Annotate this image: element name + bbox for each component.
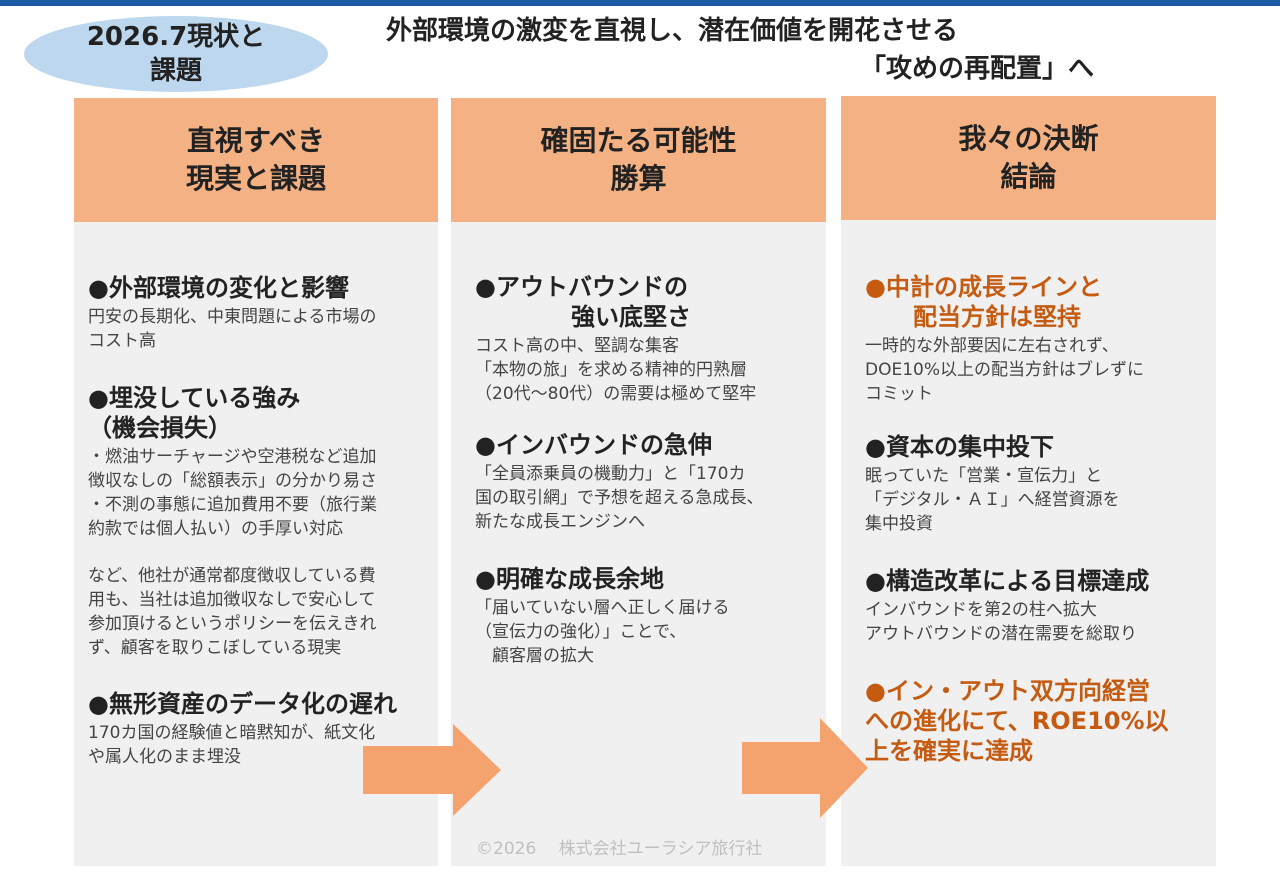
column-header: 直視すべき 現実と課題 [74, 98, 438, 222]
section: ●アウトバウンドの 強い底堅さ コスト高の中、堅調な集客 「本物の旅」を求める精… [475, 272, 820, 406]
status-tag: 2026.7現状と 課題 [24, 16, 328, 92]
column-decision: 我々の決断 結論 ●中計の成長ラインと 配当方針は堅持 一時的な外部要因に左右さ… [841, 96, 1216, 866]
section-title: ●構造改革による目標達成 [865, 567, 1150, 595]
title-line-2: 「攻めの再配置」へ [859, 54, 1094, 84]
section-title: ●資本の集中投下 [865, 433, 1054, 461]
column-reality: 直視すべき 現実と課題 ●外部環境の変化と影響 円安の長期化、中東問題による市場… [74, 98, 438, 866]
section-body: ・燃油サーチャージや空港税など追加 徴収なしの「総額表示」の分かり易さ ・不測の… [88, 447, 377, 539]
section-body: 「届いていない層へ正しく届ける （宣伝力の強化）」ことで、 顧客層の拡大 [475, 598, 730, 666]
section-title: ●アウトバウンドの 強い底堅さ [475, 273, 691, 331]
section-title: ●インバウンドの急伸 [475, 431, 712, 459]
section: ●外部環境の変化と影響 円安の長期化、中東問題による市場の コスト高 [88, 273, 433, 353]
status-tag-text: 2026.7現状と 課題 [86, 22, 266, 86]
section-body: など、他社が通常都度徴収している費 用も、当社は追加徴収なしで安心して 参加頂け… [88, 566, 377, 658]
arrow-right-icon [363, 724, 501, 816]
arrow-right-icon [742, 718, 868, 818]
top-accent-bar [0, 0, 1280, 6]
section: ●中計の成長ラインと 配当方針は堅持 一時的な外部要因に左右されず、 DOE10… [865, 272, 1210, 406]
column-potential: 確固たる可能性 勝算 ●アウトバウンドの 強い底堅さ コスト高の中、堅調な集客 … [451, 98, 826, 866]
section-body: 一時的な外部要因に左右されず、 DOE10%以上の配当方針はブレずに コミット [865, 336, 1144, 404]
section: ●構造改革による目標達成 インバウンドを第2の柱へ拡大 アウトバウンドの潜在需要… [865, 566, 1210, 646]
slide-title: 外部環境の激変を直視し、潜在価値を開花させる 「攻めの再配置」へ [380, 12, 1120, 88]
section-body: 「全員添乗員の機動力」と「170カ 国の取引網」で予想を超える急成長、 新たな成… [475, 464, 764, 532]
section-body: 眠っていた「営業・宣伝力」と 「デジタル・ＡＩ」へ経営資源を 集中投資 [865, 466, 1120, 534]
section: ●資本の集中投下 眠っていた「営業・宣伝力」と 「デジタル・ＡＩ」へ経営資源を … [865, 432, 1210, 536]
section: ●明確な成長余地 「届いていない層へ正しく届ける （宣伝力の強化）」ことで、 顧… [475, 564, 820, 668]
column-header-text: 直視すべき 現実と課題 [185, 124, 326, 195]
section-title: ●明確な成長余地 [475, 565, 664, 593]
column-header: 確固たる可能性 勝算 [451, 98, 826, 222]
section-title: ●埋没している強み （機会損失） [88, 384, 301, 442]
section: ●無形資産のデータ化の遅れ 170カ国の経験値と暗黙知が、紙文化 や属人化のまま… [88, 689, 433, 769]
section: ●インバウンドの急伸 「全員添乗員の機動力」と「170カ 国の取引網」で予想を超… [475, 430, 820, 534]
section-title: ●中計の成長ラインと 配当方針は堅持 [865, 273, 1102, 331]
section-title: ●外部環境の変化と影響 [88, 274, 349, 302]
section: など、他社が通常都度徴収している費 用も、当社は追加徴収なしで安心して 参加頂け… [88, 562, 433, 660]
column-header: 我々の決断 結論 [841, 96, 1216, 220]
section-body: コスト高の中、堅調な集客 「本物の旅」を求める精神的円熟層 （20代〜80代）の… [475, 336, 757, 404]
column-header-text: 確固たる可能性 勝算 [540, 124, 737, 195]
section: ●イン・アウト双方向経営 への進化にて、ROE10%以 上を確実に達成 [865, 676, 1210, 766]
section-body: 円安の長期化、中東問題による市場の コスト高 [88, 307, 377, 351]
copyright: ©2026 株式会社ユーラシア旅行社 [476, 839, 763, 859]
section: ●埋没している強み （機会損失） ・燃油サーチャージや空港税など追加 徴収なしの… [88, 383, 433, 541]
title-line-1: 外部環境の激変を直視し、潜在価値を開花させる [386, 16, 959, 46]
column-header-text: 我々の決断 結論 [958, 122, 1099, 193]
section-title: ●イン・アウト双方向経営 への進化にて、ROE10%以 上を確実に達成 [865, 677, 1169, 765]
section-body: インバウンドを第2の柱へ拡大 アウトバウンドの潜在需要を総取り [865, 600, 1137, 644]
section-body: 170カ国の経験値と暗黙知が、紙文化 や属人化のまま埋没 [88, 723, 376, 767]
section-title: ●無形資産のデータ化の遅れ [88, 690, 397, 718]
